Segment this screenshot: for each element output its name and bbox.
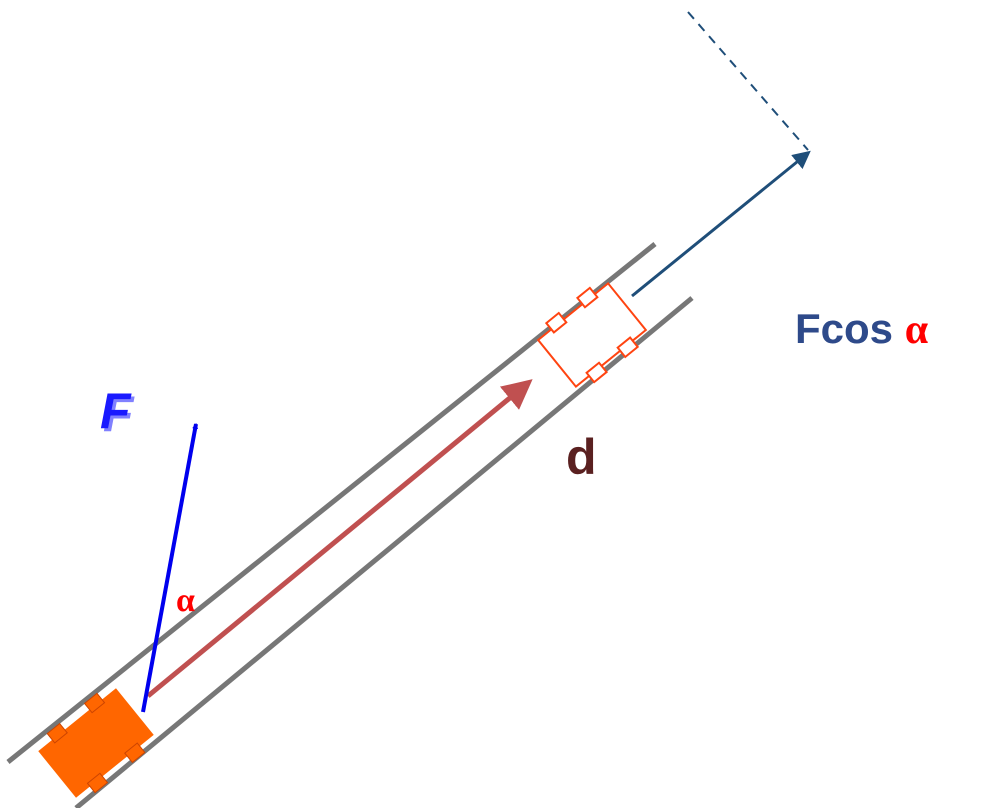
cart-end-wheel [576,286,599,309]
force-label-shadow: F [103,386,135,442]
cart-end-wheel [585,361,608,384]
cart-end-wheel [616,336,640,359]
cart-start [38,688,154,798]
component-label-angle: α [905,307,929,353]
displacement-arrow [146,379,533,698]
cart-start-wheel [46,722,68,744]
lower-rail [74,296,694,808]
force-label: F [100,383,132,439]
force-arrow [141,422,199,713]
component-arrow [631,150,811,298]
cart-start-wheel [86,772,109,794]
cart-end-wheel [544,311,568,334]
upper-rail [6,242,657,764]
cart-start-wheel [83,692,106,714]
angle-label: α [176,582,195,619]
cart-start-wheel [124,742,146,764]
projection-dashed-line [687,11,809,151]
cart-end [536,281,648,389]
component-label: Fcos α [795,305,929,353]
displacement-label: d [566,429,597,485]
component-label-text: Fcos [795,305,905,352]
